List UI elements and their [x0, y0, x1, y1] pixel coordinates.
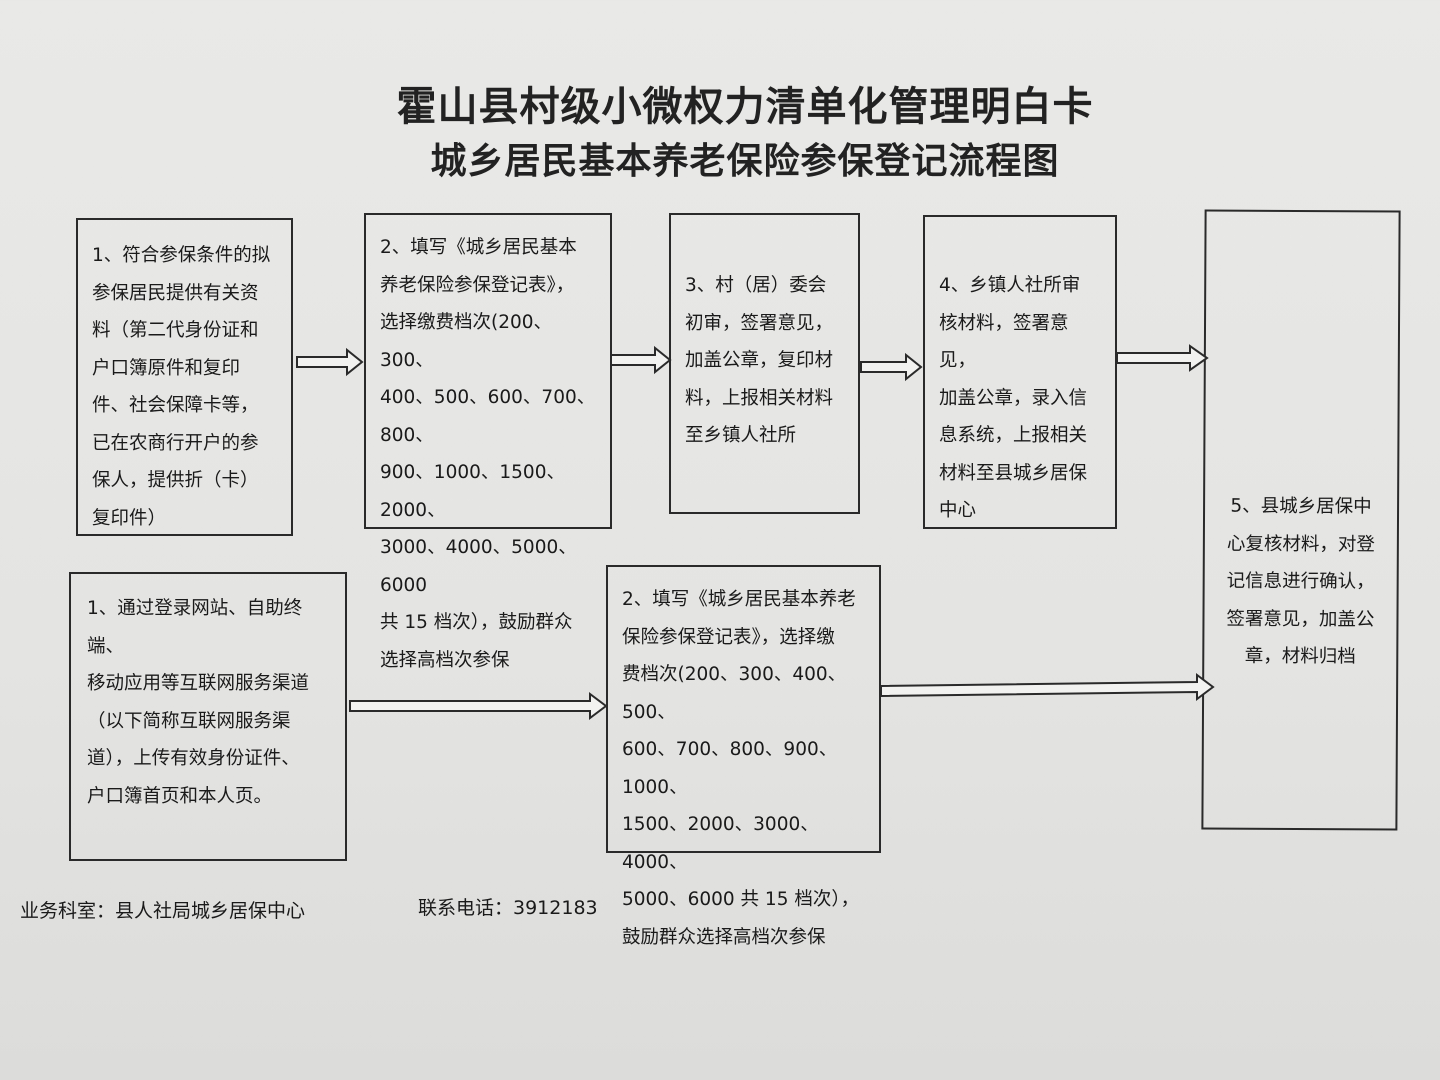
arrow-right-icon: [296, 347, 364, 377]
offline-step-1-box: 1、符合参保条件的拟 参保居民提供有关资 料（第二代身份证和 户口簿原件和复印 …: [76, 218, 293, 536]
step-4-box: 4、乡镇人社所审 核材料，签署意见， 加盖公章，录入信 息系统，上报相关 材料至…: [923, 215, 1117, 529]
arrow-right-icon: [349, 692, 608, 720]
step-3-box: 3、村（居）委会 初审，签署意见， 加盖公章，复印材 料，上报相关材料 至乡镇人…: [669, 213, 860, 514]
department-label: 业务科室：县人社局城乡居保中心: [20, 900, 306, 922]
arrow-right-icon: [860, 352, 923, 382]
page-subtitle: 城乡居民基本养老保险参保登记流程图: [430, 141, 1060, 182]
online-step-1-box: 1、通过登录网站、自助终端、 移动应用等互联网服务渠道 （以下简称互联网服务渠 …: [69, 572, 347, 861]
arrow-right-icon: [1116, 344, 1209, 372]
page-title: 霍山县村级小微权力清单化管理明白卡: [396, 84, 1094, 130]
offline-step-2-box: 2、填写《城乡居民基本 养老保险参保登记表》， 选择缴费档次(200、300、 …: [364, 213, 612, 671]
phone-label: 联系电话：3912183: [418, 897, 598, 919]
arrow-right-icon: [610, 345, 672, 375]
online-step-2-box: 2、填写《城乡居民基本养老 保险参保登记表》，选择缴 费档次(200、300、4…: [606, 565, 881, 948]
arrow-right-icon: [880, 673, 1215, 701]
